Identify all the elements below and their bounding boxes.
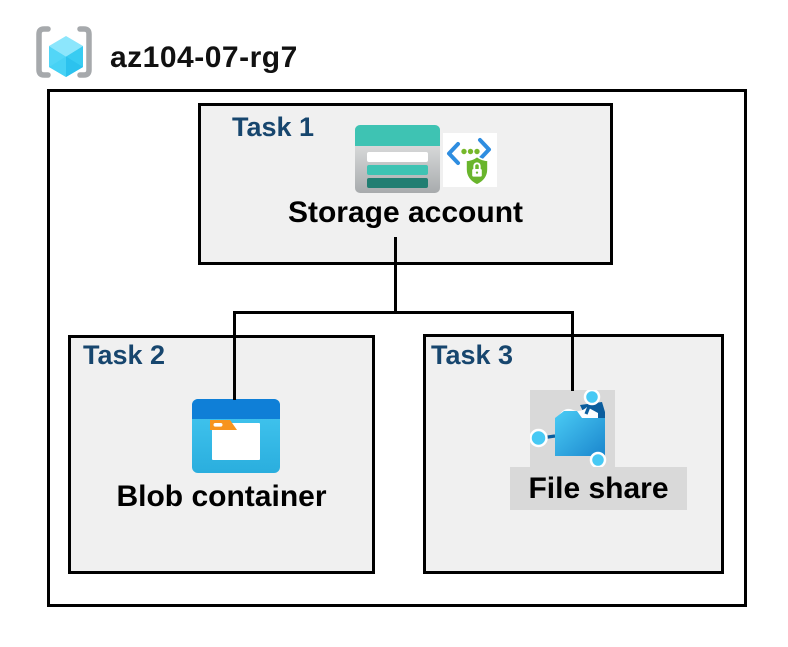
connector-to-file-share	[571, 311, 574, 391]
file-share-icon	[530, 390, 615, 467]
blob-container-label: Blob container	[116, 480, 327, 513]
resource-group-name: az104-07-rg7	[110, 41, 298, 74]
task3-label: Task 3	[431, 340, 514, 370]
task1-box: Task 1	[198, 103, 613, 265]
task1-label: Task 1	[232, 112, 315, 142]
storage-account-icon	[355, 125, 440, 193]
file-share-label: File share	[510, 467, 687, 510]
resource-group-icon	[36, 26, 92, 78]
blob-container-icon	[192, 399, 280, 473]
task2-label: Task 2	[83, 340, 166, 370]
secure-access-icon	[443, 133, 497, 187]
connector-to-blob-container	[233, 311, 236, 400]
storage-account-label: Storage account	[287, 196, 524, 229]
connector-storage-stem	[394, 237, 397, 314]
connector-horizontal	[233, 311, 574, 314]
task2-box: Task 2 Blob container	[68, 335, 375, 574]
